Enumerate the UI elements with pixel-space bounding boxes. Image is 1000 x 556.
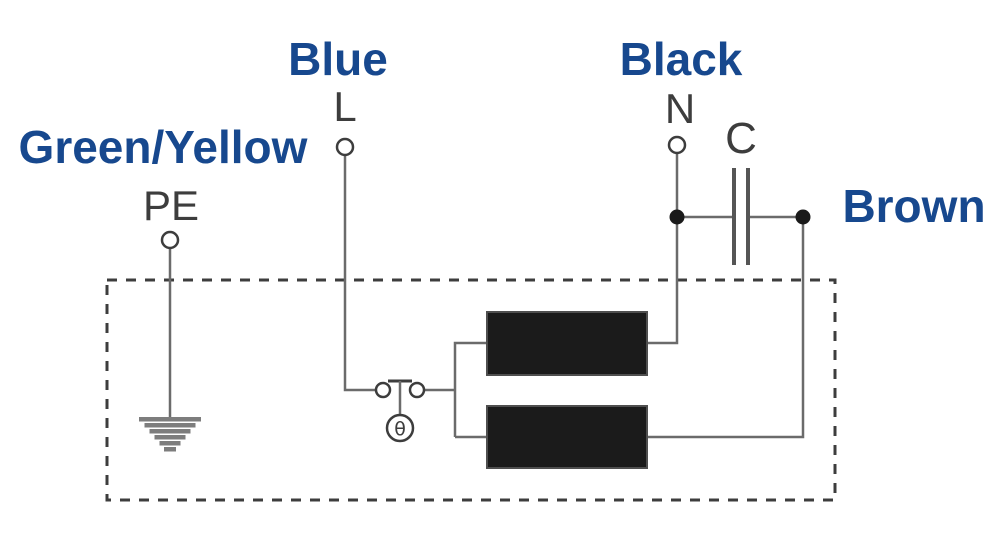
switch-contact	[408, 381, 426, 399]
neutral-junction-dot	[669, 209, 685, 225]
thermal-protector-icon: θ	[374, 379, 426, 443]
green-yellow-wire-label: Green/Yellow	[19, 121, 308, 173]
brown-junction-dot	[795, 209, 811, 225]
live-terminal	[335, 137, 355, 157]
capacitor-label: C	[725, 114, 757, 163]
black-wire-label: Black	[620, 33, 743, 85]
neutral-terminal	[667, 135, 687, 155]
neutral-wire	[647, 153, 679, 345]
winding-coil-bottom	[486, 405, 648, 469]
blue-wire-label: Blue	[288, 33, 388, 85]
thermal-symbol-label: θ	[394, 418, 406, 440]
ground-bar	[164, 447, 176, 452]
ground-bar	[144, 423, 196, 428]
dashed-enclosure-outline	[105, 278, 837, 502]
pe-terminal-label: PE	[143, 182, 199, 229]
earth-ground-icon	[139, 417, 201, 452]
neutral-terminal-label: N	[665, 85, 695, 132]
live-wire	[343, 155, 376, 392]
switch-contact	[374, 381, 392, 399]
pe-terminal	[160, 230, 180, 250]
capacitor-icon	[732, 168, 750, 265]
ground-bar	[159, 441, 181, 446]
ground-bar	[154, 435, 186, 440]
live-terminal-label: L	[333, 83, 356, 130]
winding-coil-top	[486, 311, 648, 376]
switch-to-windings-wire	[424, 341, 487, 439]
brown-wire-label: Brown	[842, 180, 985, 232]
ground-bar	[149, 429, 191, 434]
ground-bar	[139, 417, 201, 422]
brown-auxiliary-wire	[647, 217, 805, 439]
thermal-sensor-bulb	[385, 413, 415, 443]
